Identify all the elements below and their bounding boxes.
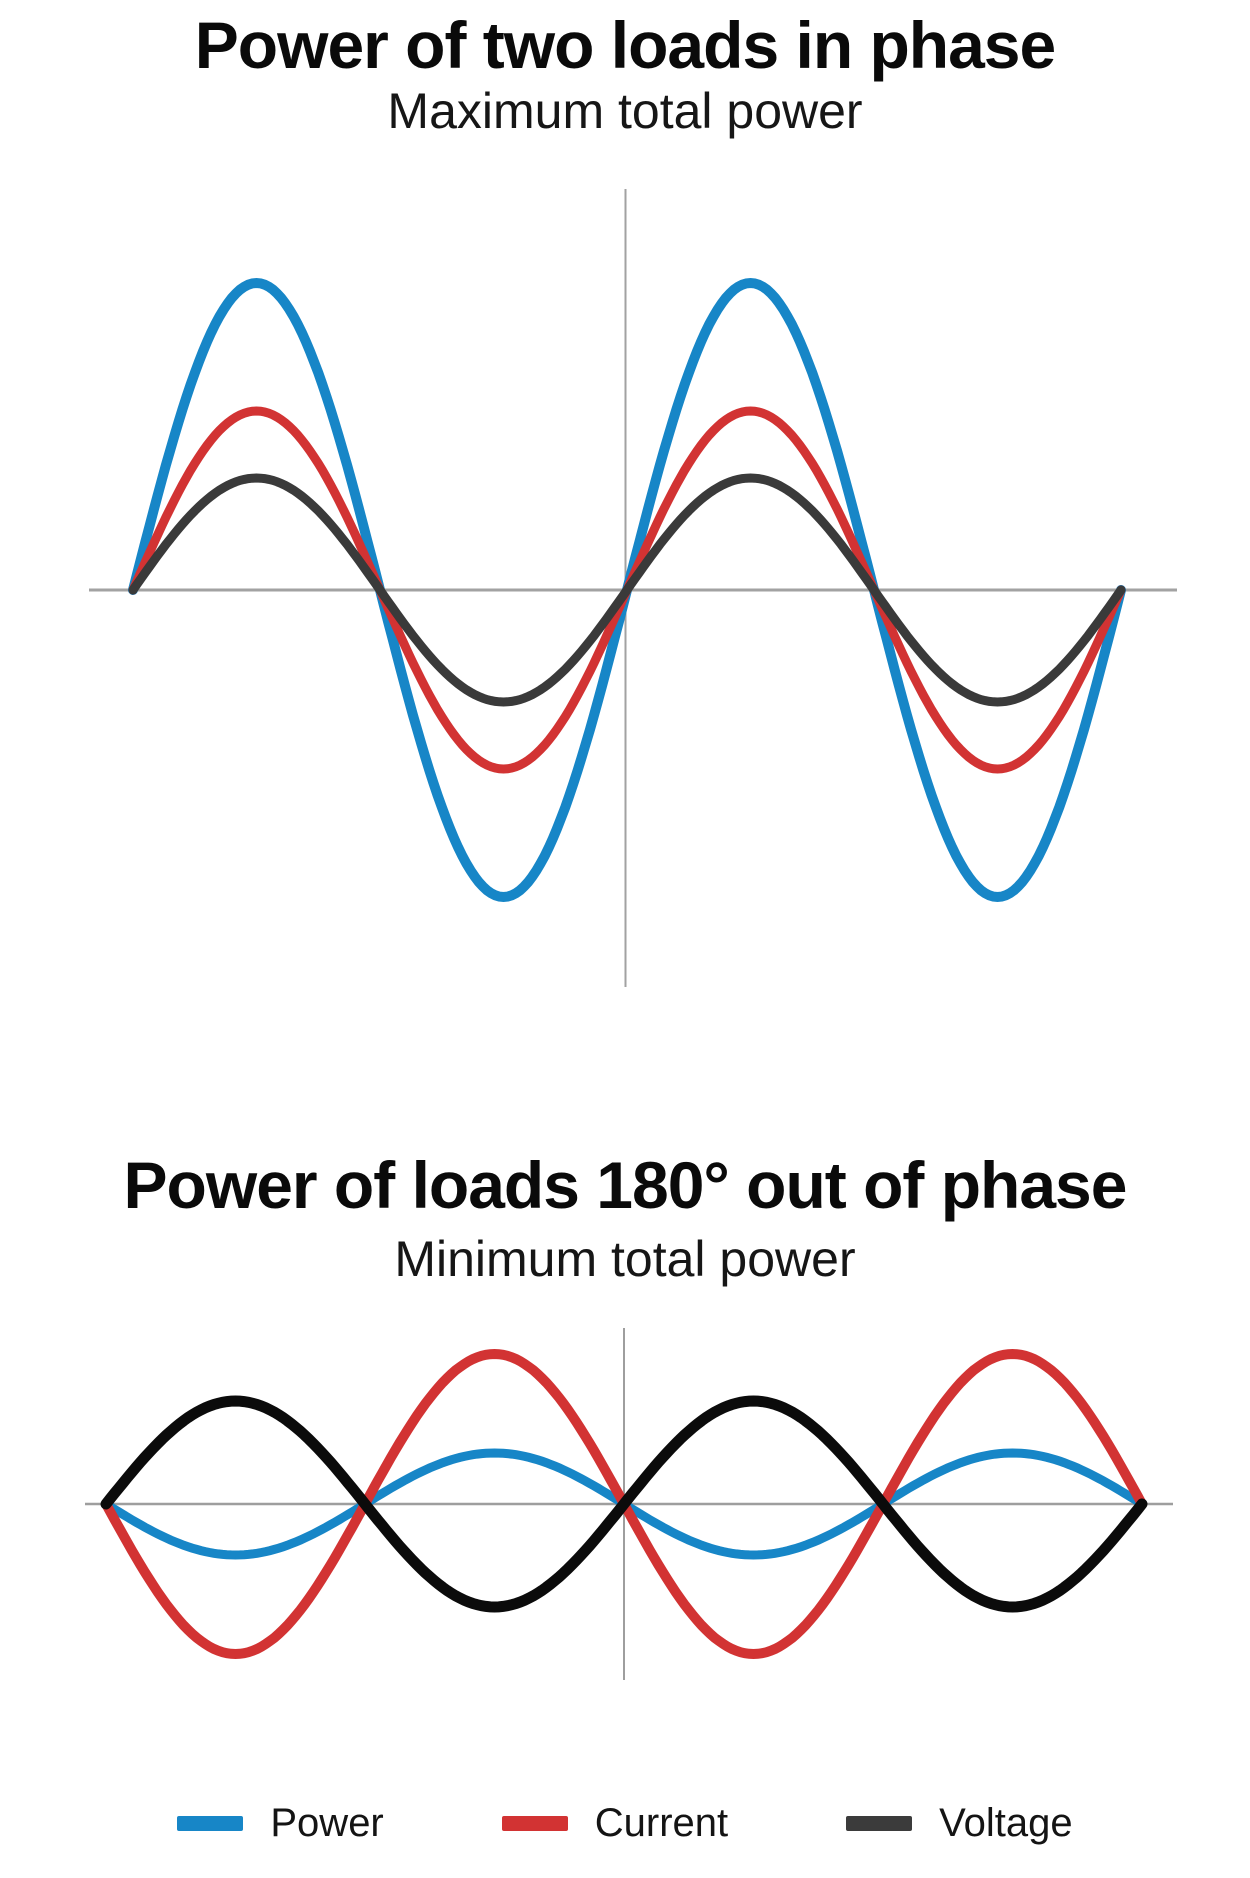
current-curve	[128, 406, 1126, 774]
power-swatch-icon	[177, 1815, 244, 1831]
power-curve	[101, 1448, 1147, 1560]
legend-item-voltage: Voltage	[846, 1801, 1073, 1845]
current-swatch-icon	[501, 1815, 568, 1831]
chart2-title: Power of loads 180° out of phase	[123, 1148, 1128, 1222]
legend-item-power: Power	[177, 1801, 384, 1845]
chart1-subtitle: Maximum total power	[387, 83, 863, 139]
legend: Power Current Voltage	[0, 1798, 1250, 1848]
chart2-subtitle: Minimum total power	[394, 1231, 856, 1287]
voltage-curve	[128, 473, 1126, 707]
chart1-title: Power of two loads in phase	[194, 8, 1056, 82]
legend-label-power: Power	[270, 1801, 384, 1845]
power-curve	[128, 277, 1126, 903]
voltage-curve	[100, 1395, 1148, 1613]
legend-label-current: Current	[594, 1801, 729, 1845]
legend-label-voltage: Voltage	[939, 1801, 1073, 1845]
voltage-swatch-icon	[846, 1815, 913, 1831]
current-curve	[101, 1348, 1147, 1660]
legend-item-current: Current	[501, 1801, 729, 1845]
